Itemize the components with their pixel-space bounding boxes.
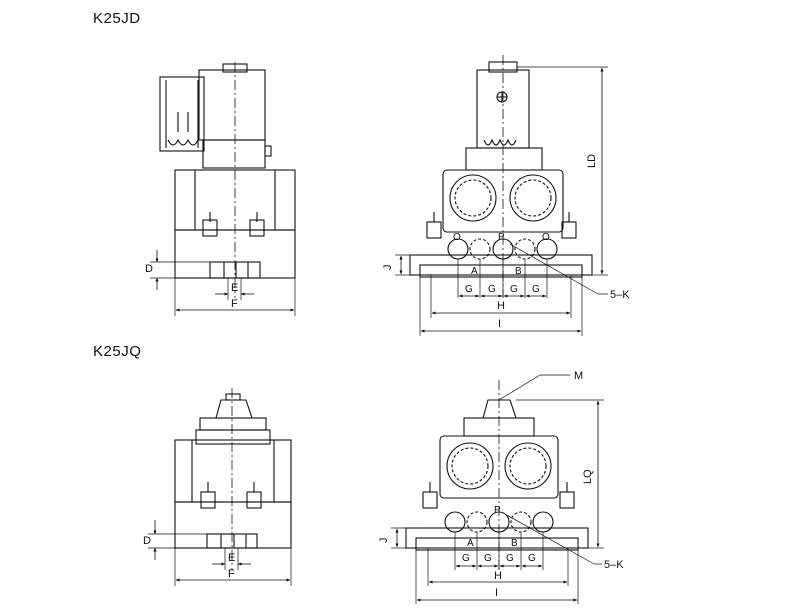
port-a: A xyxy=(471,266,478,277)
dim-g-3: G xyxy=(510,284,518,295)
dim-i-jq: I xyxy=(495,587,498,599)
pilot-head-front xyxy=(482,399,517,419)
base-front-jq xyxy=(405,527,589,549)
dim-e-jq: E xyxy=(228,552,235,564)
coil-connector xyxy=(159,76,205,152)
dim-g-1-jq: G xyxy=(462,553,470,564)
port-b: B xyxy=(515,266,522,277)
dim-lq: LQ xyxy=(582,469,594,484)
dim-5k-jq: 5–K xyxy=(604,559,624,571)
dim-f-jq: F xyxy=(228,568,235,580)
dim-g-2: G xyxy=(488,284,496,295)
dim-g-4: G xyxy=(532,284,540,295)
pilot-head xyxy=(215,399,253,419)
k25jq-front-labels: M LQ J P A B G G G G H I 5–K xyxy=(378,370,624,599)
port-p: P xyxy=(498,232,505,243)
dim-j: J xyxy=(382,265,394,271)
base-front xyxy=(409,254,593,276)
dim-d-jq: D xyxy=(143,535,151,547)
port-b-jq: B xyxy=(511,538,518,549)
base-plate-jq xyxy=(174,501,292,549)
dim-h-jq: H xyxy=(494,570,502,582)
title-k25jq: K25JQ xyxy=(93,343,142,360)
port-a-jq: A xyxy=(467,538,474,549)
port-p-jq: P xyxy=(494,505,501,516)
dim-d: D xyxy=(145,263,153,275)
dim-g-1: G xyxy=(465,284,473,295)
dim-g-4-jq: G xyxy=(528,553,536,564)
k25jq-side-labels: D E F xyxy=(143,535,235,580)
dim-e: E xyxy=(231,282,238,294)
dim-m: M xyxy=(574,370,583,382)
dim-j-jq: J xyxy=(378,538,390,544)
k25jq-side-view xyxy=(148,388,292,586)
title-k25jd: K25JD xyxy=(93,10,141,27)
dim-g-3-jq: G xyxy=(506,553,514,564)
k25jd-front-labels: LD J O P O A B G G G G H I 5–K xyxy=(382,154,630,330)
k25jd-side-view xyxy=(150,62,296,316)
k25jd-side-labels: D E F xyxy=(145,263,238,310)
port-o-right: O xyxy=(542,232,550,243)
dim-h: H xyxy=(497,300,505,312)
dim-5k: 5–K xyxy=(610,289,630,301)
dim-g-2-jq: G xyxy=(484,553,492,564)
k25jq-front-view xyxy=(391,374,604,604)
port-o-left: O xyxy=(453,232,461,243)
dim-ld: LD xyxy=(586,154,598,168)
dim-f: F xyxy=(231,298,238,310)
dim-i: I xyxy=(498,318,501,330)
solenoid-coil xyxy=(198,69,266,141)
k25jd-front-view xyxy=(395,55,608,336)
